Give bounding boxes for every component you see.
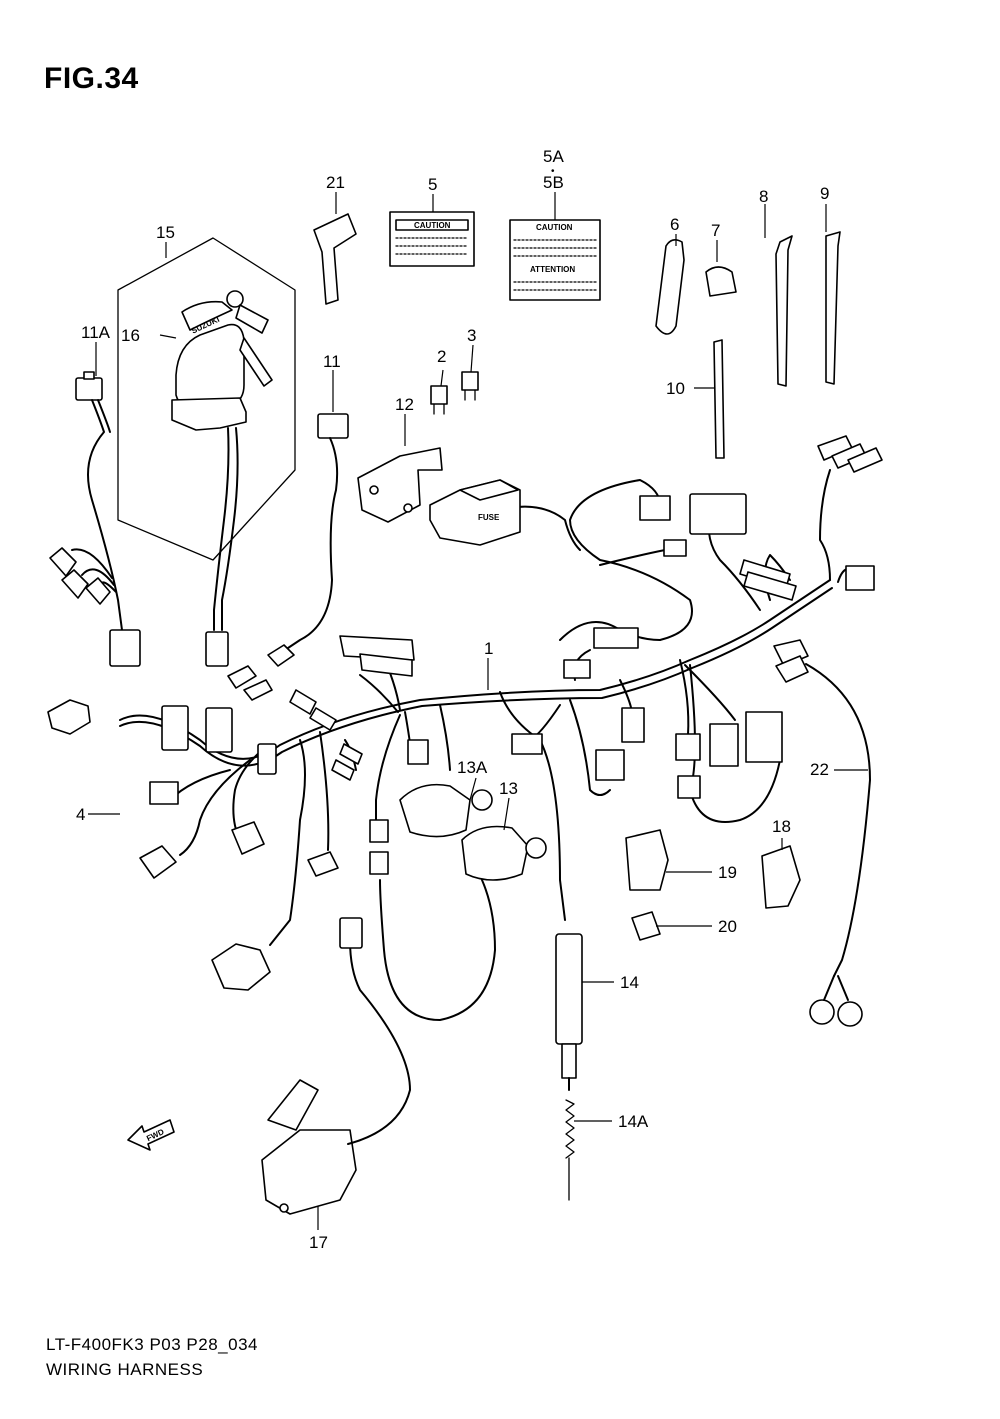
key [313, 213, 357, 305]
caution-text-5a: CAUTION [536, 223, 573, 232]
callout-21: 21 [326, 173, 345, 192]
callout-14: 15 [156, 223, 175, 242]
connector-11a [49, 371, 141, 667]
leader-lines [88, 192, 868, 1230]
callout-5a: 5A [543, 147, 564, 166]
callout-labels: 21 5 5A • 5B 6 7 8 9 10 15 11A 16 11 2 3… [76, 147, 829, 1252]
callout-20: 20 [718, 917, 737, 936]
callout-5: 5 [428, 175, 437, 194]
callout-15: 14 [620, 973, 639, 992]
callout-19: 19 [718, 863, 737, 882]
harness-connectors [47, 435, 883, 991]
callout-11: 11 [323, 352, 341, 371]
callout-8: 8 [759, 187, 768, 206]
fuse-text: FUSE [478, 513, 500, 522]
caution-decals: CAUTION CAUTION ATTENTION [389, 211, 601, 301]
attention-text-5b: ATTENTION [530, 265, 575, 274]
forward-arrow: FWD [127, 1119, 175, 1151]
ignition-switch-assembly: SUZUKI [117, 237, 296, 667]
callout-5-dot: • [551, 166, 555, 177]
callout-10: 10 [666, 379, 685, 398]
callout-4: 4 [76, 805, 85, 824]
relays-and-sensors [379, 783, 801, 1021]
figure-title: FIG.34 [44, 62, 139, 95]
fuses [430, 371, 479, 415]
bracket-and-fuse-box: FUSE [357, 447, 521, 546]
callout-18: 18 [772, 817, 791, 836]
callout-2: 2 [437, 347, 446, 366]
callout-9: 9 [820, 184, 829, 203]
figure-code: LT-F400FK3 P03 P28_034 [46, 1335, 258, 1354]
connector-11 [267, 413, 349, 667]
callout-12: 12 [395, 395, 414, 414]
callout-1: 1 [484, 639, 493, 658]
figure-name: WIRING HARNESS [46, 1360, 204, 1379]
callout-3: 3 [467, 326, 476, 345]
callout-5b: 5B [543, 173, 564, 192]
callout-13: 13 [499, 779, 518, 798]
callout-13a: 13A [457, 758, 488, 777]
main-wiring-harness [119, 469, 859, 946]
callout-11a: 11A [81, 323, 111, 342]
callout-6: 6 [670, 215, 679, 234]
clamps-and-ties [655, 231, 841, 459]
caution-text-5: CAUTION [414, 221, 451, 230]
callout-7: 7 [711, 221, 720, 240]
oxygen-sensor [555, 933, 583, 1201]
callout-16: 14A [618, 1112, 649, 1131]
sensor-assembly [261, 917, 411, 1215]
callout-14a: 16 [121, 326, 140, 345]
callout-22: 22 [810, 760, 829, 779]
lead-wire [773, 639, 871, 1027]
callout-17: 17 [309, 1233, 328, 1252]
